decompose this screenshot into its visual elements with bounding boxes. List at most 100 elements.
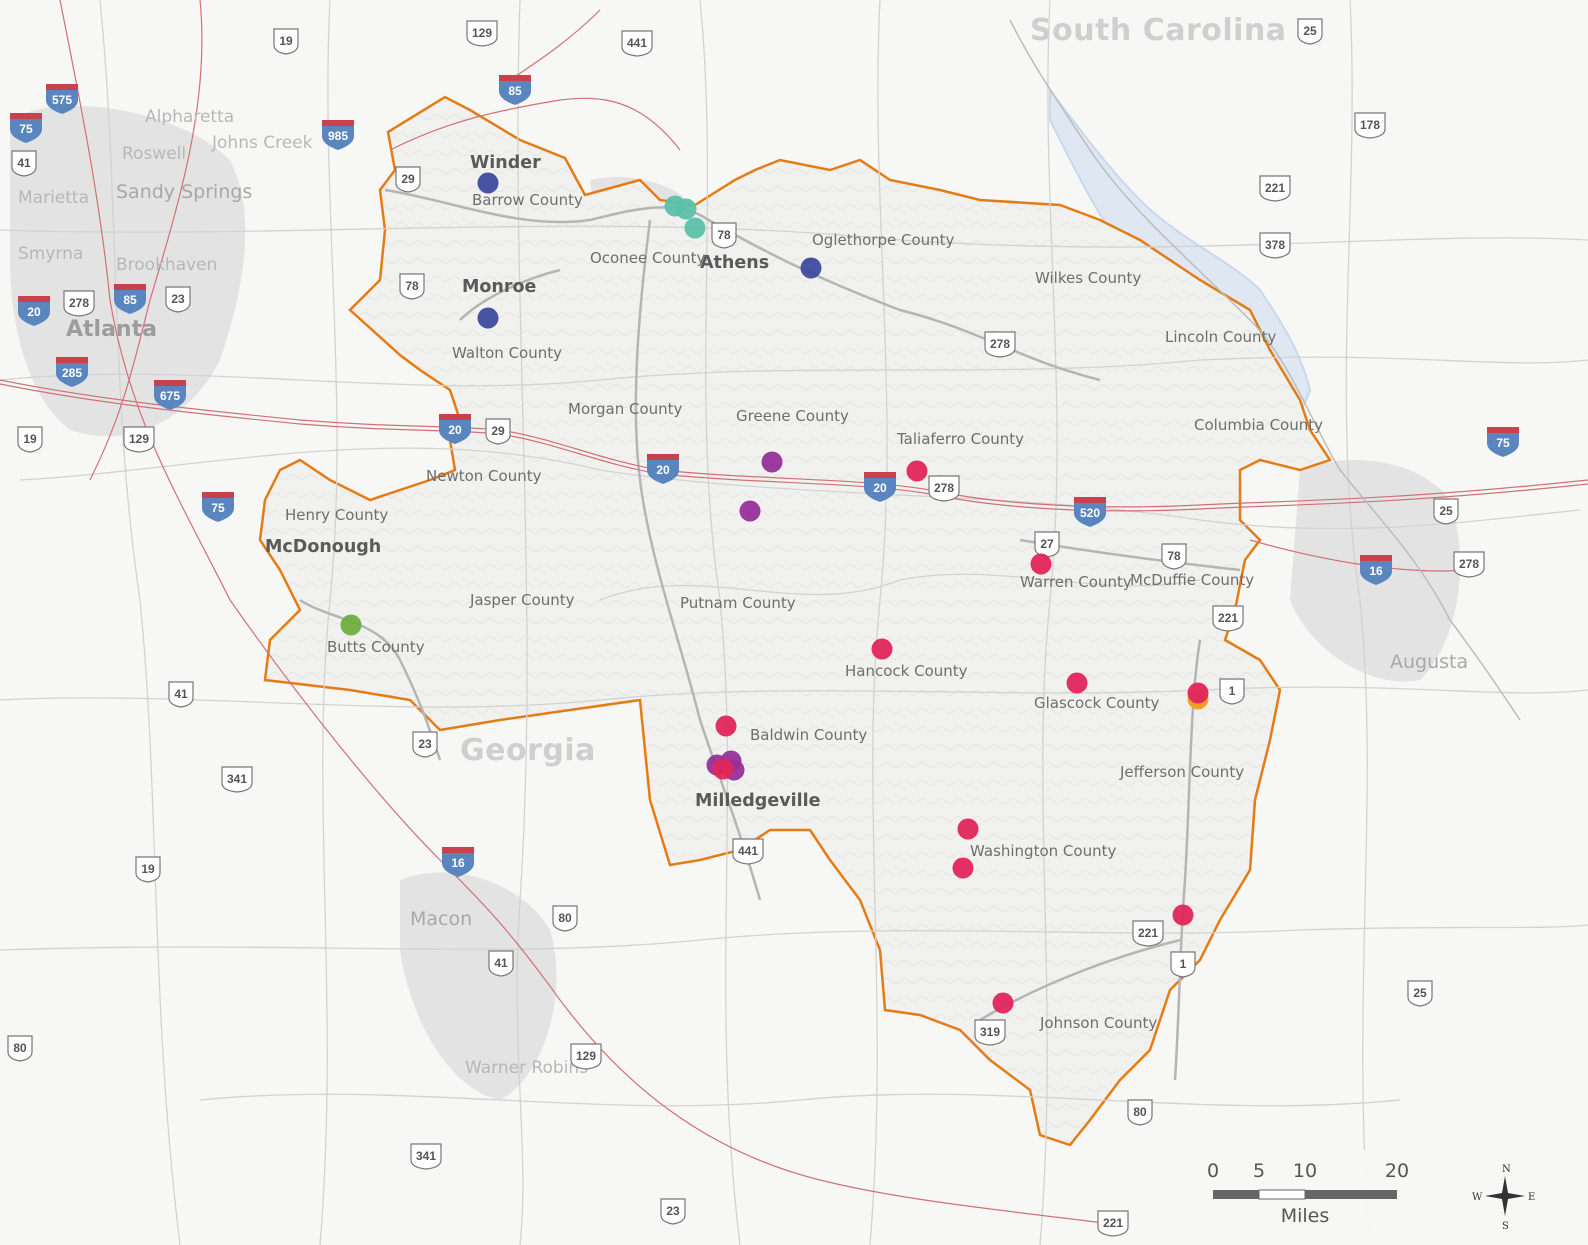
- map-point-marker[interactable]: [715, 715, 737, 737]
- route-shield: 129: [123, 426, 155, 453]
- city-label: Alpharetta: [145, 107, 234, 127]
- map-point-marker[interactable]: [1187, 682, 1209, 704]
- interstate-shield: 985: [322, 120, 354, 150]
- route-shield: 23: [412, 731, 438, 758]
- map-point-marker[interactable]: [761, 451, 783, 473]
- svg-text:75: 75: [19, 122, 33, 136]
- interstate-shield: 16: [1360, 555, 1392, 585]
- route-shield: 278: [1453, 551, 1485, 578]
- city-label: Macon: [410, 908, 472, 930]
- route-shield: 441: [732, 838, 764, 865]
- route-shield: 29: [395, 166, 421, 193]
- map-point-marker[interactable]: [675, 198, 697, 220]
- county-label: Baldwin County: [750, 726, 867, 744]
- svg-text:319: 319: [980, 1025, 1000, 1039]
- svg-text:221: 221: [1218, 611, 1238, 625]
- svg-text:278: 278: [1459, 557, 1479, 571]
- route-shield: 25: [1407, 980, 1433, 1007]
- scale-tick-20: 20: [1385, 1160, 1409, 1182]
- route-shield: 78: [399, 273, 425, 300]
- compass-e: E: [1528, 1192, 1535, 1203]
- svg-text:85: 85: [508, 84, 522, 98]
- svg-text:221: 221: [1138, 926, 1158, 940]
- svg-text:41: 41: [17, 156, 31, 170]
- compass-s: S: [1502, 1221, 1509, 1232]
- route-shield: 341: [410, 1143, 442, 1170]
- svg-text:341: 341: [416, 1149, 436, 1163]
- interstate-shield: 575: [46, 84, 78, 114]
- svg-text:85: 85: [123, 293, 137, 307]
- state-label-georgia: Georgia: [460, 733, 596, 768]
- map-point-marker[interactable]: [684, 217, 706, 239]
- route-shield: 23: [660, 1198, 686, 1225]
- city-label: Smyrna: [18, 244, 83, 264]
- map-point-marker[interactable]: [712, 758, 734, 780]
- route-shield: 221: [1259, 175, 1291, 202]
- interstate-shield: 75: [10, 113, 42, 143]
- route-shield: 19: [135, 856, 161, 883]
- route-shield: 278: [928, 475, 960, 502]
- map-point-marker[interactable]: [477, 307, 499, 329]
- map-point-marker[interactable]: [477, 172, 499, 194]
- svg-text:221: 221: [1103, 1216, 1123, 1230]
- map-point-marker[interactable]: [1066, 672, 1088, 694]
- map-point-marker[interactable]: [1030, 553, 1052, 575]
- map-point-marker[interactable]: [340, 614, 362, 636]
- svg-text:19: 19: [23, 432, 37, 446]
- svg-text:20: 20: [448, 423, 462, 437]
- map-point-marker[interactable]: [992, 992, 1014, 1014]
- svg-text:78: 78: [405, 279, 419, 293]
- route-shield: 78: [711, 222, 737, 249]
- svg-text:75: 75: [1496, 436, 1510, 450]
- route-shield: 221: [1132, 920, 1164, 947]
- state-label-south-carolina: South Carolina: [1030, 13, 1287, 48]
- svg-text:27: 27: [1040, 537, 1054, 551]
- town-label: Monroe: [462, 277, 537, 297]
- compass-rose: N S E W: [1472, 1164, 1535, 1232]
- county-label: Greene County: [736, 407, 849, 425]
- county-label: Jasper County: [469, 591, 575, 609]
- interstate-shield: 85: [114, 284, 146, 314]
- route-shield: 278: [984, 331, 1016, 358]
- county-label: Glascock County: [1034, 694, 1159, 712]
- svg-text:19: 19: [279, 34, 293, 48]
- county-label: Oconee County: [590, 249, 706, 267]
- svg-text:25: 25: [1413, 986, 1427, 1000]
- map-point-marker[interactable]: [1172, 904, 1194, 926]
- svg-text:278: 278: [990, 337, 1010, 351]
- svg-text:29: 29: [401, 172, 415, 186]
- route-shield: 1: [1219, 678, 1245, 705]
- map-point-marker[interactable]: [739, 500, 761, 522]
- route-shield: 19: [273, 28, 299, 55]
- county-label: Henry County: [285, 506, 388, 524]
- svg-text:575: 575: [52, 93, 72, 107]
- route-shield: 41: [168, 681, 194, 708]
- svg-text:29: 29: [491, 424, 505, 438]
- route-shield: 41: [488, 950, 514, 977]
- scale-tick-10: 10: [1293, 1160, 1317, 1182]
- svg-text:41: 41: [174, 687, 188, 701]
- map-point-marker[interactable]: [906, 460, 928, 482]
- interstate-shield: 20: [18, 296, 50, 326]
- svg-text:25: 25: [1303, 24, 1317, 38]
- route-shield: 178: [1354, 112, 1386, 139]
- map-point-marker[interactable]: [800, 257, 822, 279]
- svg-text:1: 1: [1229, 684, 1236, 698]
- map-point-marker[interactable]: [952, 857, 974, 879]
- svg-text:80: 80: [13, 1041, 27, 1055]
- county-label: Walton County: [452, 344, 562, 362]
- svg-text:129: 129: [472, 26, 492, 40]
- region-boundary: [258, 95, 1332, 1147]
- map-point-marker[interactable]: [871, 638, 893, 660]
- route-shield: 80: [1127, 1099, 1153, 1126]
- route-shield: 80: [7, 1035, 33, 1062]
- svg-text:41: 41: [494, 956, 508, 970]
- svg-text:129: 129: [129, 432, 149, 446]
- svg-text:20: 20: [656, 463, 670, 477]
- svg-text:441: 441: [738, 844, 758, 858]
- compass-n: N: [1502, 1164, 1511, 1175]
- svg-text:441: 441: [627, 36, 647, 50]
- map-point-marker[interactable]: [957, 818, 979, 840]
- route-shield: 23: [165, 286, 191, 313]
